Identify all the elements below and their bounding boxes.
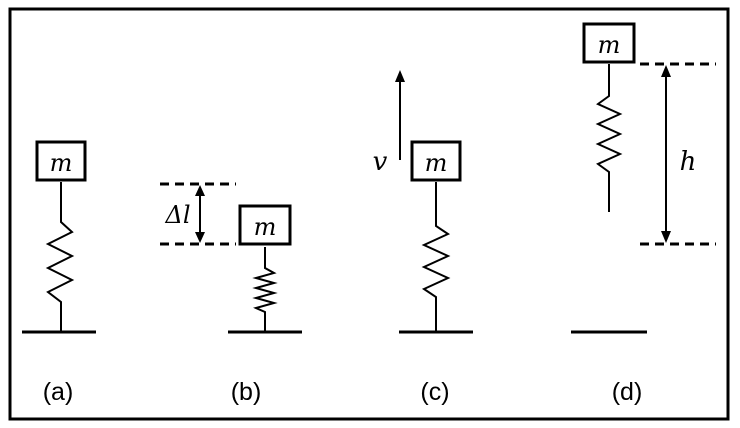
arrowhead-up-icon [395,70,405,82]
arrowhead-up-icon [195,185,205,196]
mass-label: m [254,213,277,241]
spring [45,182,75,332]
compression-label: Δl [164,201,190,229]
panel-b: m Δl (b) [160,182,302,406]
mass-block [582,22,636,64]
panel-c: m v (c) [373,70,473,406]
compressed-spring [252,247,278,332]
spring [421,182,451,332]
velocity-label: v [373,147,388,177]
panel-caption: (c) [420,378,449,406]
panel-d: m h (d) [571,22,716,406]
arrowhead-down-icon [661,231,671,243]
mass-block [238,204,292,246]
mass-block [410,140,462,182]
mass-label: m [598,31,621,59]
panel-caption: (d) [612,378,643,406]
figure-frame [8,7,730,421]
panel-caption: (a) [43,378,74,406]
height-label: h [680,147,697,177]
arrowhead-up-icon [661,65,671,77]
mass-label: m [50,149,73,177]
panel-caption: (b) [231,378,262,406]
mass-label: m [425,149,448,177]
arrowhead-down-icon [195,232,205,243]
mass-block [35,140,87,182]
spring [595,64,623,212]
panel-a: m (a) [22,140,96,406]
